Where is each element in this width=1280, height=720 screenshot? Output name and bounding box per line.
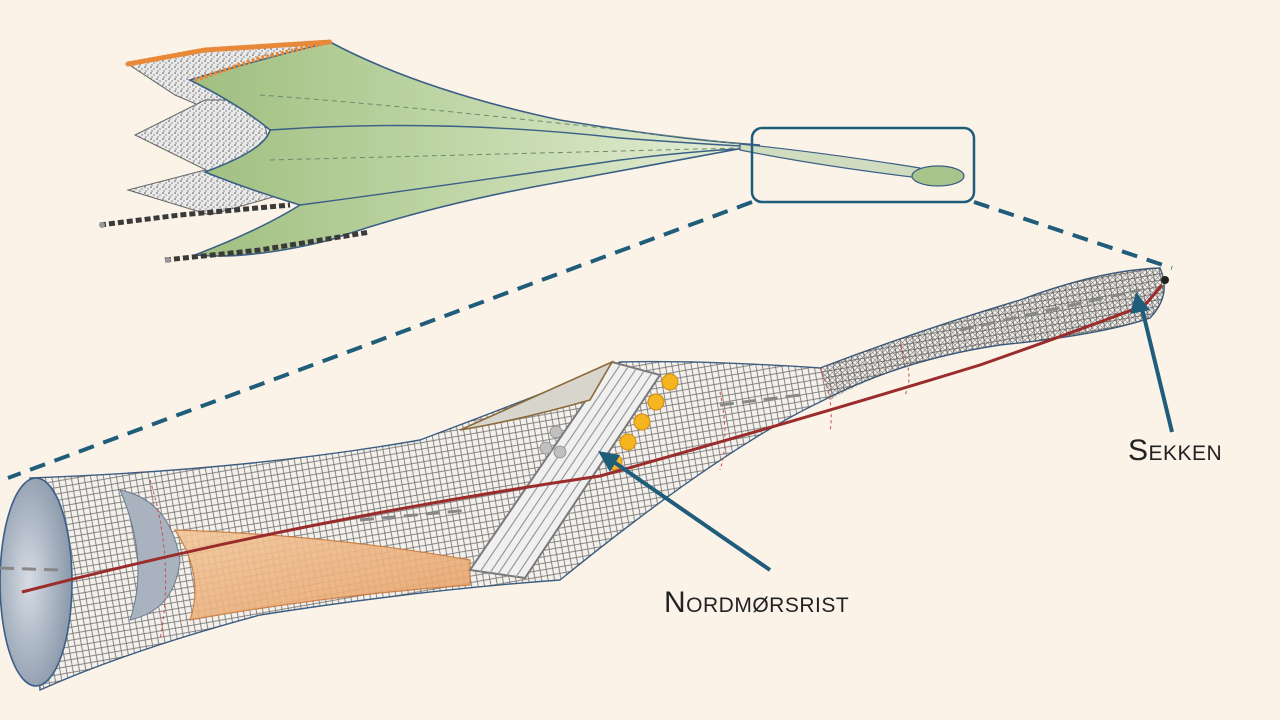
nordmorsrist-label: Nordmørsrist [664,586,849,619]
ring-seam-3 [819,367,832,433]
trawl-body [187,41,761,257]
ground-rope-upper [99,202,291,228]
body-seam-upper [269,124,761,148]
dashed-centerline [0,288,1141,572]
callout-nordmorsrist: Nordmørsrist [598,451,849,619]
inner-funnel [119,489,181,621]
nordmorsrist-arrow-head [598,451,620,472]
rope-end-lower [165,257,171,263]
body-seam-dashed-1 [259,94,741,145]
zoom-connector-right [973,200,1173,270]
codend-bag-mesh [820,268,1165,400]
trawl-overview [99,39,976,263]
centerline-rope [21,284,1164,594]
ring-seam-2 [719,391,726,471]
sorting-grid-bars [479,364,653,578]
net-mouth [0,477,73,687]
ring-seam-1 [149,479,167,641]
extension-tube [739,143,921,179]
escape-opening [459,360,614,431]
sekken-arrow-head [1130,292,1150,314]
guiding-funnel [173,529,471,621]
callout-sekken: Sekken [1128,292,1222,467]
zoom-connector-left [7,200,753,480]
codend-detail [0,267,1169,692]
sorting-grid-frame [468,360,662,580]
ring-seam-4 [899,344,910,396]
fish-markers [539,425,567,459]
ground-rope-lower [164,229,371,263]
nordmorsrist-arrow-line [606,456,772,572]
codend-tip [1161,276,1169,284]
zoom-frame [750,126,976,204]
body-seam-lower [299,147,761,206]
sekken-label: Sekken [1128,434,1222,467]
rope-end-upper [99,222,105,228]
sekken-arrow-line [1138,299,1174,433]
headline-floats-2 [194,40,331,82]
headline-floats [125,39,333,67]
codend-bulb [911,165,965,187]
